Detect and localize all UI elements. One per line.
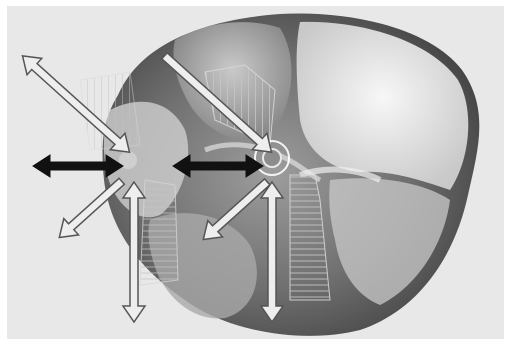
tooth-diagram-photo	[0, 0, 512, 345]
tooth-illustration	[0, 0, 512, 345]
